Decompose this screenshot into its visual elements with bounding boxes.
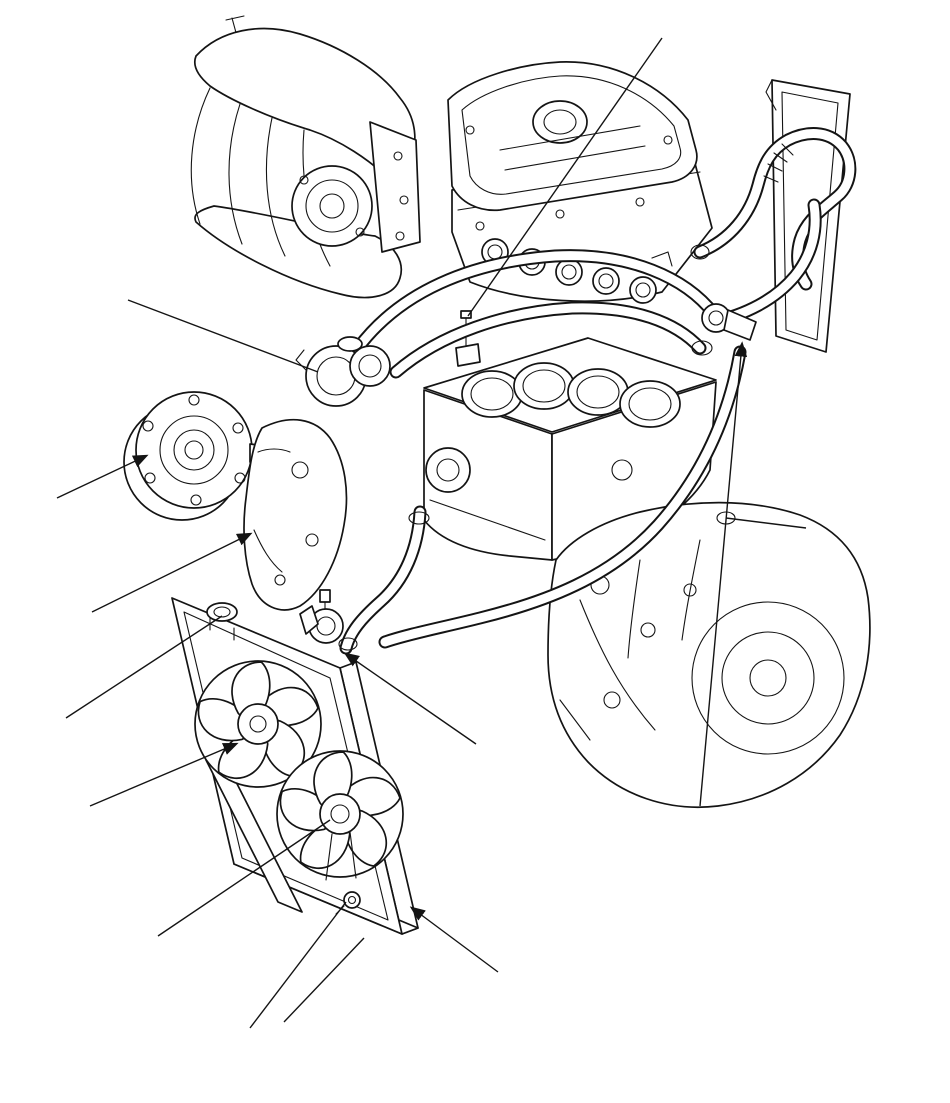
callout-line-engine-bleed-bolt bbox=[467, 37, 663, 317]
thermostat-housing bbox=[295, 336, 391, 407]
engine-block bbox=[423, 310, 717, 561]
callout-line-timing-cover-plate bbox=[91, 532, 253, 613]
cooling-fan-upper bbox=[194, 660, 322, 788]
water-outlet bbox=[299, 589, 344, 644]
hose-joint bbox=[690, 244, 757, 356]
cooling-fan-lower bbox=[276, 750, 404, 881]
fan-motor-lower bbox=[319, 793, 361, 835]
callout-line-heater-hose-clamp bbox=[725, 517, 807, 529]
engine-bleed-bolt bbox=[455, 310, 481, 367]
callout-line-radiator-lower-bracket bbox=[283, 937, 365, 1023]
callout-lines bbox=[56, 37, 807, 1029]
callout-line-drain-plug bbox=[249, 901, 347, 1029]
callout-line-hose-joint bbox=[699, 341, 748, 807]
callout-line-water-pump bbox=[56, 454, 149, 499]
intake-manifold bbox=[190, 15, 421, 299]
callout-line-cooling-fan-upper bbox=[89, 742, 239, 807]
callout-line-fan-motor-lower bbox=[157, 819, 331, 937]
timing-cover-plate bbox=[243, 418, 348, 611]
callout-line-water-outlet bbox=[343, 652, 477, 745]
transmission bbox=[547, 501, 871, 809]
valve-cover bbox=[447, 61, 698, 212]
callout-line-radiator-cap bbox=[65, 615, 223, 719]
callout-line-radiator-frame bbox=[409, 906, 499, 973]
callout-line-thermostat-housing bbox=[127, 299, 319, 373]
radiator-cap bbox=[206, 602, 238, 641]
radiator bbox=[171, 597, 419, 935]
coolant-hoses bbox=[338, 127, 857, 655]
